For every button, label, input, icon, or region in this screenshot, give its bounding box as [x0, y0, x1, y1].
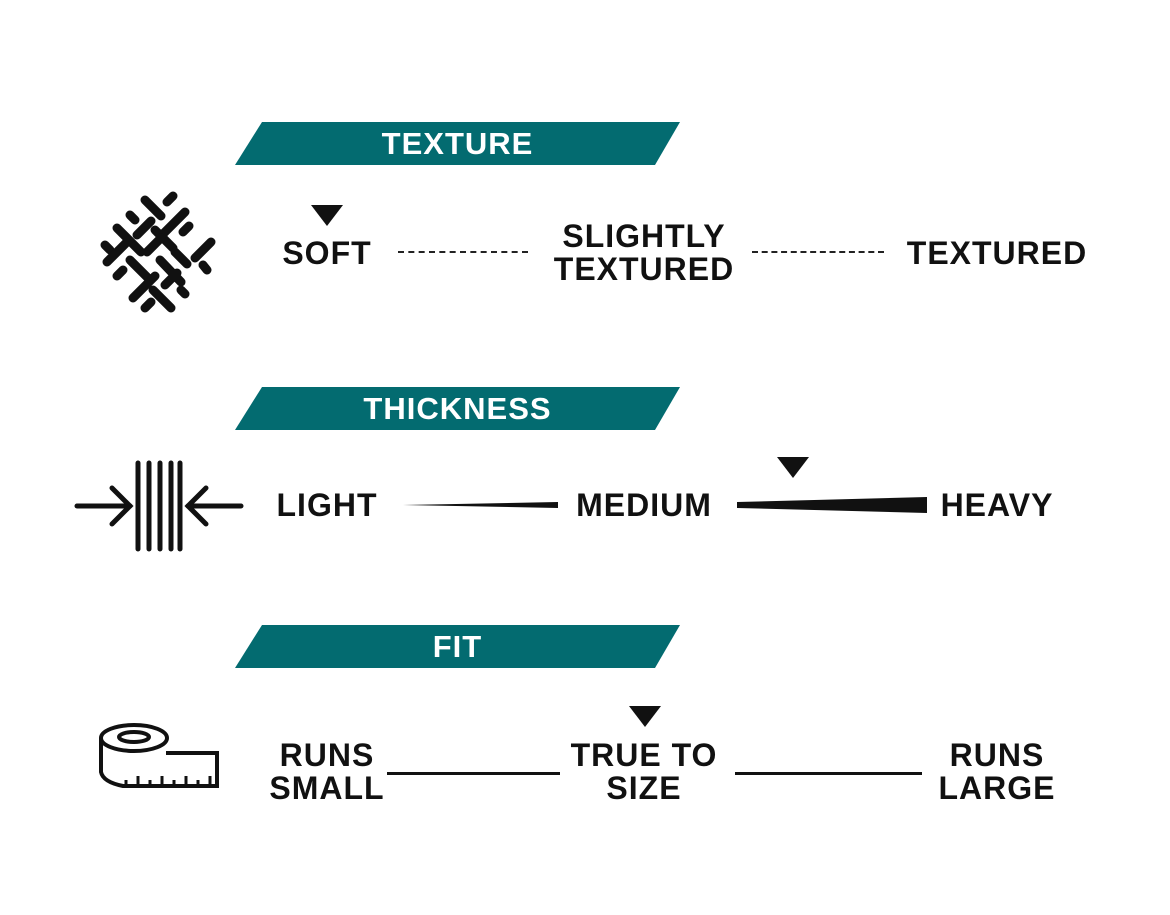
texture-option-soft: SOFT	[282, 235, 372, 271]
thickness-banner: THICKNESS	[235, 387, 680, 430]
fit-divider	[735, 772, 922, 775]
thickness-divider	[737, 497, 927, 513]
measuring-tape-icon	[99, 723, 219, 788]
thickness-title: THICKNESS	[363, 390, 552, 426]
thickness-option-heavy: HEAVY	[940, 487, 1054, 523]
texture-divider	[752, 251, 884, 253]
compress-arrows-icon	[74, 460, 244, 552]
texture-title: TEXTURE	[381, 125, 534, 161]
fit-banner: FIT	[235, 625, 680, 668]
texture-banner: TEXTURE	[235, 122, 680, 165]
thickness-divider	[403, 502, 558, 508]
texture-indicator	[311, 205, 343, 226]
thickness-indicator	[777, 457, 809, 478]
texture-divider	[398, 251, 528, 253]
fit-title: FIT	[432, 628, 483, 664]
weave-icon	[100, 191, 216, 313]
fit-divider	[387, 772, 560, 775]
thickness-option-light: LIGHT	[276, 487, 378, 523]
texture-option-textured: TEXTURED	[906, 235, 1088, 271]
fit-indicator	[629, 706, 661, 727]
thickness-option-medium: MEDIUM	[576, 487, 712, 523]
